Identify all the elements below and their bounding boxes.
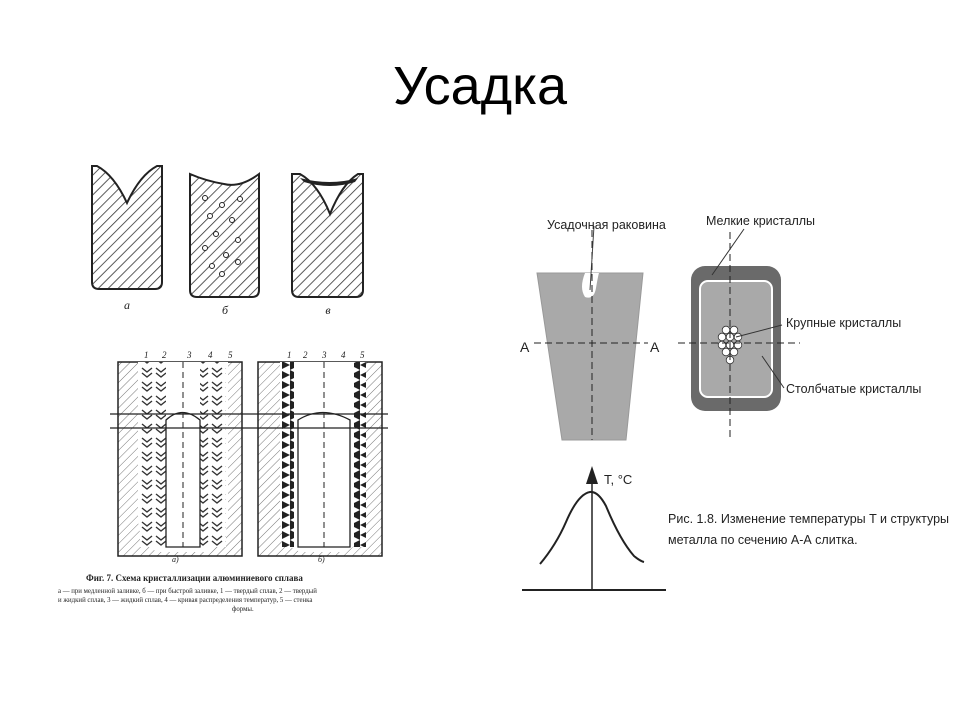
porosity-dots [202,195,243,277]
leader-small [711,228,745,276]
scheme-b-label: б) [318,555,325,564]
ingot-a [91,165,163,290]
svg-text:1: 1 [144,350,149,360]
scheme-caption-line-2: и жидкий сплав, 3 — жидкий сплав, 4 — кр… [58,597,312,604]
svg-text:5: 5 [228,350,233,360]
svg-text:4: 4 [208,350,213,360]
crystallization-scheme-b [257,361,383,557]
small-crystals-label: Мелкие кристаллы [706,214,815,228]
ingot-c-label: в [325,303,330,317]
scheme-a-label: а) [172,555,179,564]
crystallization-scheme-a [117,361,243,557]
temperature-plot [522,466,666,591]
scheme-caption-title: Фиг. 7. Схема кристаллизации алюминиевог… [86,573,303,583]
section-label-right: А [650,339,660,355]
scheme-caption-line-1: а — при медленной заливке, б — при быстр… [58,588,317,595]
svg-text:1: 1 [287,350,292,360]
svg-text:2: 2 [303,350,308,360]
svg-text:5: 5 [360,350,365,360]
ingot-b-label: б [222,303,229,317]
ingot-a-label: а [124,298,130,312]
svg-text:3: 3 [321,350,327,360]
tapered-ingot [536,225,644,441]
shrink-cavity-label: Усадочная раковина [547,218,666,232]
scheme-b-numbers: 1 2 3 4 5 [287,350,365,360]
svg-text:4: 4 [341,350,346,360]
slide-title: Усадка [392,56,568,116]
cross-section [691,266,781,411]
large-crystals-label: Крупные кристаллы [786,316,901,330]
right-caption-line-2: металла по сечению А-А слитка. [668,533,858,547]
temperature-axis-label: T, °C [604,472,632,487]
scheme-a-numbers: 1 2 3 4 5 [144,350,233,360]
temperature-curve [539,490,645,565]
ingot-c [291,173,364,298]
columnar-crystals-label: Столбчатые кристаллы [786,382,921,396]
section-label-left: А [520,339,530,355]
right-caption-line-1: Рис. 1.8. Изменение температуры T и стру… [668,512,949,526]
scheme-caption-line-3: формы. [232,606,254,613]
svg-text:3: 3 [186,350,192,360]
leader-columnar [761,355,785,389]
svg-text:2: 2 [162,350,167,360]
leader-large [735,324,783,338]
ingot-b [189,172,260,298]
